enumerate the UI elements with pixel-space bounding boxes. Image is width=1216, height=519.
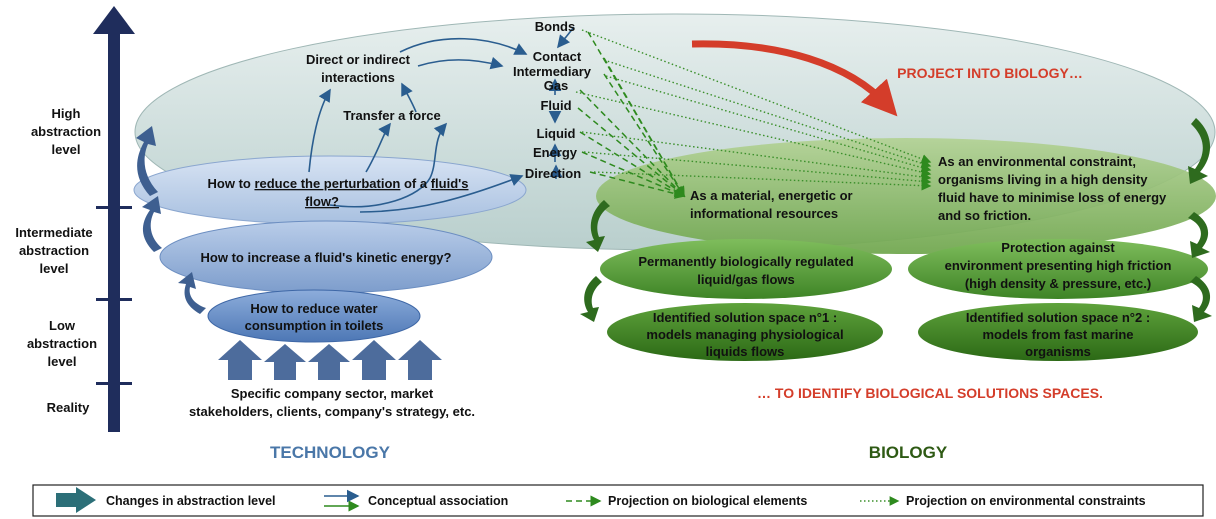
biology-title: BIOLOGY [869,443,948,462]
node-transfer-force: Transfer a force [343,108,441,123]
node-gas: Gas [544,78,569,93]
svg-text:Protection against: Protection against [1001,240,1115,255]
svg-text:organisms living in a high den: organisms living in a high density [938,172,1148,187]
svg-text:stakeholders, clients, company: stakeholders, clients, company's strateg… [189,404,475,419]
tech-low-question: How to reduce water consumption in toile… [245,301,384,333]
legend-conceptual-label: Conceptual association [368,494,508,508]
project-into-biology-label: PROJECT INTO BIOLOGY… [897,65,1083,81]
svg-text:As an environmental constraint: As an environmental constraint, [938,154,1136,169]
svg-text:Identified solution space n°2: Identified solution space n°2 : [966,310,1150,325]
svg-text:level: level [48,354,77,369]
legend: Changes in abstraction level Conceptual … [32,484,1204,517]
bio-regulated-flows: Permanently biologically regulated liqui… [638,254,853,287]
svg-text:liquids flows: liquids flows [706,344,785,359]
identify-solutions-label: … TO IDENTIFY BIOLOGICAL SOLUTIONS SPACE… [757,385,1103,401]
bio-solution-space-2: Identified solution space n°2 : models f… [966,310,1150,359]
bio-level-change-arrows [580,118,1212,322]
svg-text:Low: Low [49,318,76,333]
svg-text:fluid have to minimise loss of: fluid have to minimise loss of energy [938,190,1167,205]
tech-low-ellipse [207,289,421,343]
node-contact: Contact [533,49,582,64]
tech-intermediate-question: How to increase a fluid's kinetic energy… [201,250,452,265]
legend-changes-label: Changes in abstraction level [106,494,276,508]
svg-text:models managing physiological: models managing physiological [646,327,843,342]
bio-environmental-constraint: As an environmental constraint, organism… [938,154,1167,223]
svg-text:(high density & pressure, etc.: (high density & pressure, etc.) [965,276,1151,291]
bio-solution-space-1: Identified solution space n°1 : models m… [646,310,843,359]
svg-text:As a material, energetic or: As a material, energetic or [690,188,853,203]
svg-text:environment presenting high fr: environment presenting high friction [945,258,1172,273]
svg-text:liquid/gas flows: liquid/gas flows [697,272,795,287]
svg-text:abstraction: abstraction [19,243,89,258]
bio-low-right-ellipse [918,303,1198,361]
legend-conceptual-icon [324,489,360,512]
axis-level-intermediate: Intermediate abstraction level [15,225,92,276]
node-interactions: interactions [321,70,395,85]
tech-level-change-arrows [136,126,206,314]
svg-text:level: level [40,261,69,276]
svg-text:High: High [52,106,81,121]
svg-text:How to reduce the perturbation: How to reduce the perturbation of a flui… [208,176,469,191]
node-direct-indirect: Direct or indirect [306,52,411,67]
svg-text:How to reduce water: How to reduce water [250,301,377,316]
bio-intermediate-right-ellipse [908,239,1208,299]
bio-protection: Protection against environment presentin… [945,240,1172,291]
projection-env-arrows [575,29,932,191]
bio-intermediate-left-ellipse [600,239,892,299]
svg-text:consumption in toilets: consumption in toilets [245,318,384,333]
svg-text:informational resources: informational resources [690,206,838,221]
reality-up-arrows [218,340,442,380]
tech-reality-text: Specific company sector, market stakehol… [189,386,475,419]
svg-text:Specific company sector, marke: Specific company sector, market [231,386,434,401]
projection-bio-arrows [577,31,686,199]
concept-nodes: Direct or indirect interactions Transfer… [306,19,592,181]
bio-low-left-ellipse [607,303,883,361]
svg-text:abstraction: abstraction [27,336,97,351]
node-intermediary: Intermediary [513,64,592,79]
node-energy: Energy [533,145,578,160]
conceptual-association-arrows [308,26,575,213]
tech-high-question: How to reduce the perturbation of a flui… [208,176,469,209]
svg-text:organisms: organisms [1025,344,1091,359]
svg-text:Identified solution space n°1: Identified solution space n°1 : [653,310,837,325]
svg-text:level: level [52,142,81,157]
bio-material-resources: As a material, energetic or informationa… [690,188,853,221]
abstraction-axis [93,6,135,432]
technology-title: TECHNOLOGY [270,443,391,462]
legend-projection-bio-label: Projection on biological elements [608,494,807,508]
svg-text:and so friction.: and so friction. [938,208,1031,223]
axis-level-high: High abstraction level [31,106,101,157]
legend-projection-env-label: Projection on environmental constraints [906,494,1146,508]
axis-level-reality: Reality [47,400,90,415]
node-bonds: Bonds [535,19,575,34]
node-liquid: Liquid [537,126,576,141]
svg-text:abstraction: abstraction [31,124,101,139]
node-direction: Direction [525,166,581,181]
svg-text:flow?: flow? [305,194,339,209]
project-into-biology-arrow [691,40,898,117]
svg-text:models from fast marine: models from fast marine [983,327,1134,342]
legend-changes-icon [56,487,96,513]
axis-level-low: Low abstraction level [27,318,97,369]
svg-text:Permanently biologically regul: Permanently biologically regulated [638,254,853,269]
node-fluid: Fluid [540,98,571,113]
svg-text:Intermediate: Intermediate [15,225,92,240]
biology-high-ellipse [596,138,1216,254]
